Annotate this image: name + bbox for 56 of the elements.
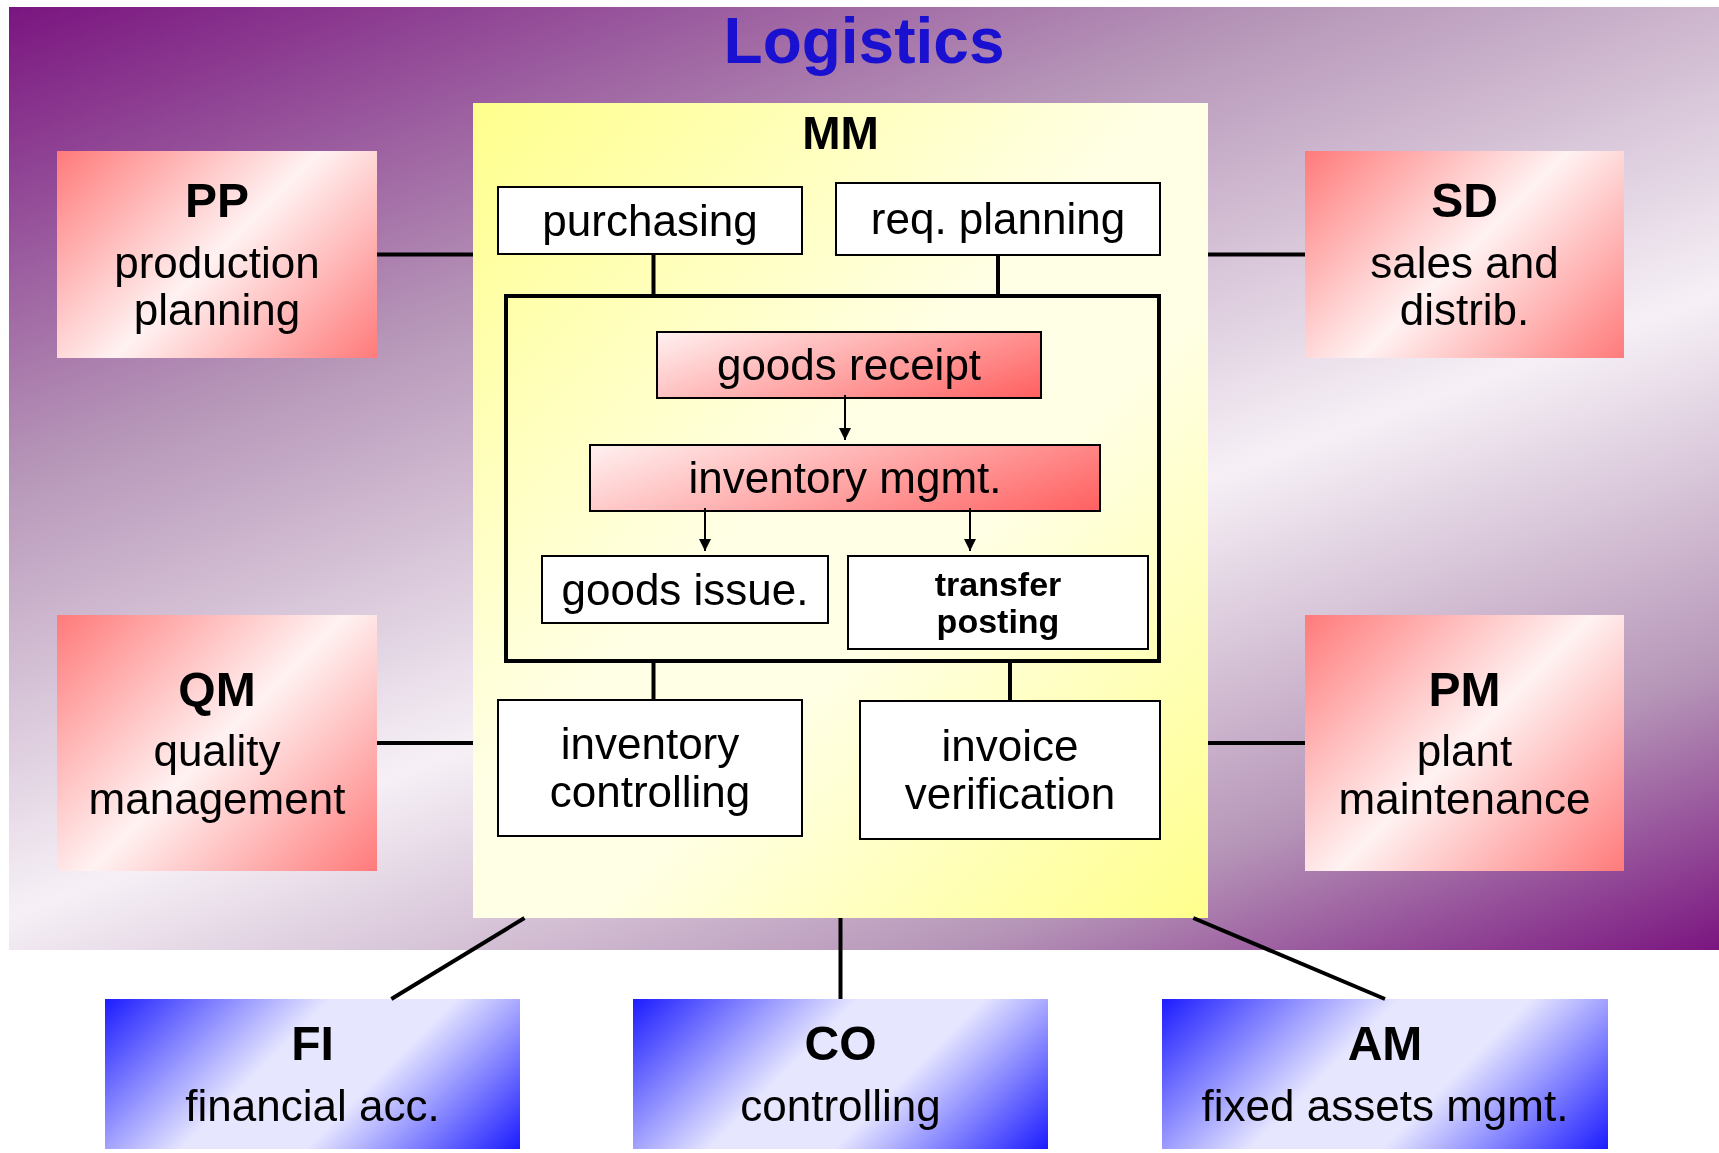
arrow	[964, 507, 976, 552]
box-label: purchasing	[542, 196, 758, 245]
process-box	[541, 555, 829, 624]
box-label: sales and distrib.	[1369, 238, 1560, 334]
box-label: plant maintenance	[1337, 727, 1592, 823]
connector-line	[1008, 663, 1012, 700]
box-label: goods receipt	[716, 341, 982, 389]
connector-line	[838, 918, 843, 999]
box-label: invoice verification	[903, 722, 1117, 818]
frame-box	[504, 294, 1161, 663]
connector-line	[651, 663, 656, 699]
module-box	[57, 151, 377, 358]
module-code: QM	[178, 663, 256, 716]
connector-line	[377, 252, 473, 257]
module-code: CO	[804, 1018, 877, 1071]
process-box	[835, 182, 1161, 256]
region-panel	[9, 7, 1719, 950]
module-box	[633, 999, 1048, 1149]
connector-line	[377, 741, 473, 745]
box-label: production planning	[113, 238, 321, 334]
process-box	[497, 699, 803, 837]
process-box	[589, 444, 1101, 512]
module-code: PP	[185, 175, 249, 227]
module-box	[105, 999, 520, 1149]
module-box	[57, 615, 377, 871]
module-code: SD	[1431, 175, 1498, 227]
box-label: inventory controlling	[548, 720, 752, 816]
box-label: fixed assets mgmt.	[1201, 1082, 1569, 1130]
box-label: inventory mgmt.	[688, 454, 1002, 502]
box-label: controlling	[740, 1082, 941, 1130]
process-box	[497, 186, 803, 255]
connector-line	[1192, 916, 1386, 1001]
connector-line	[1208, 252, 1305, 257]
module-panel	[473, 103, 1208, 918]
module-box	[1305, 615, 1624, 871]
box-label: quality management	[87, 727, 347, 823]
box-label: req. planning	[870, 195, 1126, 243]
connector-line	[390, 916, 526, 1001]
panel-title: Logistics	[723, 7, 1005, 77]
module-code: FI	[291, 1018, 334, 1071]
module-box	[1162, 999, 1608, 1149]
process-box	[656, 331, 1042, 399]
module-code: AM	[1347, 1018, 1423, 1071]
connector-line	[651, 255, 656, 294]
process-box	[859, 700, 1161, 840]
arrow	[839, 394, 851, 441]
connector-line	[1208, 741, 1305, 745]
arrow	[699, 507, 711, 552]
box-label: transfer posting	[933, 565, 1063, 640]
box-label: financial acc.	[185, 1082, 440, 1130]
module-box	[1305, 151, 1624, 358]
panel-title: MM	[802, 109, 879, 159]
connector-line	[996, 256, 1000, 294]
module-code: PM	[1428, 663, 1501, 716]
process-box	[847, 555, 1149, 650]
box-label: goods issue.	[561, 565, 809, 614]
